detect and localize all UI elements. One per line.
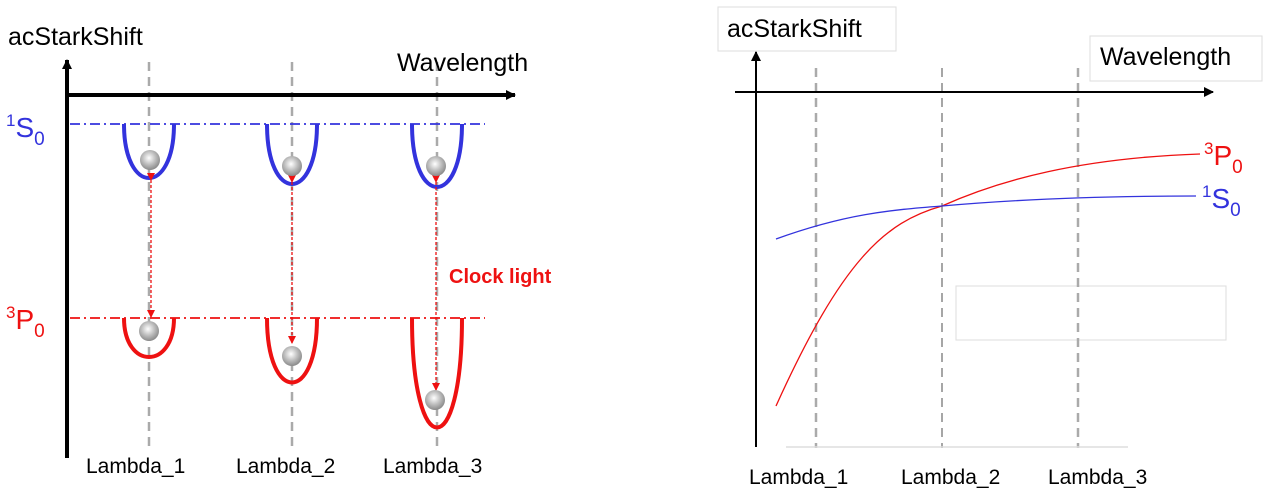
right-3p0-sub: 0 <box>1232 157 1243 178</box>
left-atom-s-lambda-2 <box>282 156 302 176</box>
right-curve-1s0 <box>775 195 1197 240</box>
left-atom-p-lambda-3 <box>425 390 445 410</box>
right-x-axis-label: Wavelength <box>1100 43 1231 71</box>
right-column-label-lambda-1: Lambda_1 <box>749 466 848 489</box>
left-3p0-sup: 3 <box>6 303 15 322</box>
right-panel: acStarkShift Wavelength 3P0 1S0 Lambda_1… <box>717 6 1263 489</box>
left-column-label-lambda-3: Lambda_3 <box>383 455 482 478</box>
right-1s0-sup: 1 <box>1202 182 1211 201</box>
left-atom-s-lambda-1 <box>140 150 160 170</box>
right-series-3p0-label: 3P0 <box>1204 139 1243 178</box>
right-column-label-lambda-2: Lambda_2 <box>901 466 1000 489</box>
right-y-label-box <box>717 6 897 52</box>
left-trap-p-lambda-1 <box>122 317 176 359</box>
right-3p0-main: P <box>1213 140 1232 171</box>
left-3p0-main: P <box>15 304 34 335</box>
left-level-1s0-label: 1S0 <box>6 111 45 150</box>
left-atom-p-lambda-1 <box>139 321 159 341</box>
right-1s0-sub: 0 <box>1230 200 1241 221</box>
right-curve-3p0 <box>775 153 1201 407</box>
left-1s0-main: S <box>15 112 34 143</box>
left-x-axis-label: Wavelength <box>397 49 528 77</box>
left-trap-p-lambda-2 <box>265 317 319 385</box>
left-panel: acStarkShift Wavelength 1S0 3P0 Clock li… <box>6 23 552 478</box>
clock-light-label: Clock light <box>449 266 552 288</box>
left-1s0-sub: 0 <box>34 129 45 150</box>
right-x-label-box <box>1089 35 1263 82</box>
left-trap-p-lambda-3 <box>410 317 464 430</box>
left-1s0-sup: 1 <box>6 111 15 130</box>
left-3p0-sub: 0 <box>34 321 45 342</box>
right-3p0-sup: 3 <box>1204 139 1213 158</box>
left-atom-p-lambda-2 <box>282 346 302 366</box>
right-empty-box <box>955 285 1227 341</box>
left-column-label-lambda-2: Lambda_2 <box>236 455 335 478</box>
right-series-1s0-label: 1S0 <box>1202 182 1241 221</box>
right-y-axis-label: acStarkShift <box>727 15 862 43</box>
left-atom-s-lambda-3 <box>426 156 446 176</box>
left-column-label-lambda-1: Lambda_1 <box>86 455 185 478</box>
left-level-3p0-label: 3P0 <box>6 303 45 342</box>
right-1s0-main: S <box>1211 183 1230 214</box>
left-y-axis-label: acStarkShift <box>8 23 143 51</box>
right-column-label-lambda-3: Lambda_3 <box>1048 466 1147 489</box>
